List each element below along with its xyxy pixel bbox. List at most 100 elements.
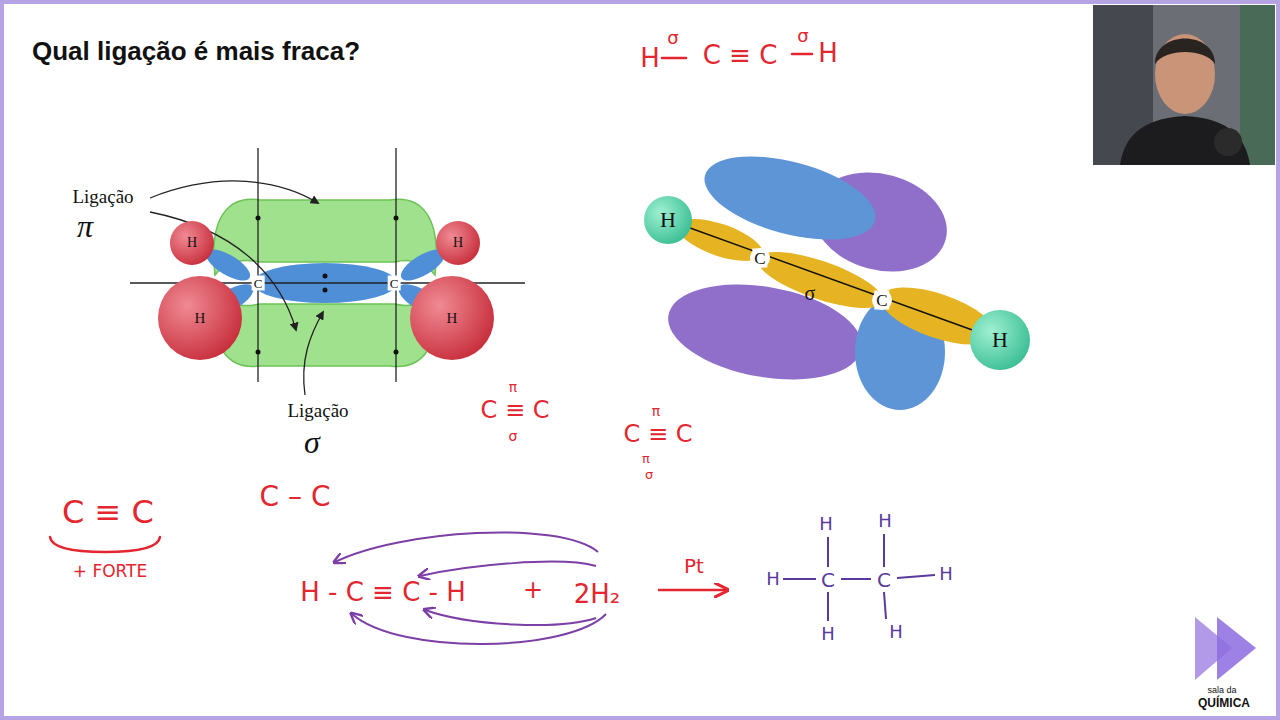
handwritten-formula: H - C ≡ C - H: [300, 579, 466, 605]
orbital-caption: Ligação: [287, 401, 348, 420]
bond-stroke: [841, 578, 871, 580]
handwritten-formula: H: [878, 512, 892, 530]
handwritten-formula: +: [523, 578, 543, 602]
handwritten-formula: C: [877, 570, 891, 590]
electron-dot: [256, 350, 261, 355]
pi-lobe: [214, 292, 437, 366]
handwritten-formula: H: [889, 623, 903, 641]
atom-sphere-shape: [410, 276, 494, 360]
electron-dot: [256, 216, 261, 221]
hydrogen-atom: H: [410, 276, 494, 360]
electron-dot: [323, 274, 328, 279]
handwritten-formula: H: [821, 625, 835, 643]
underbrace: [50, 537, 160, 552]
webcam-background: [1240, 5, 1275, 165]
handwritten-note: π: [509, 380, 517, 394]
electron-dot: [394, 216, 399, 221]
logo-shape: [1217, 617, 1256, 680]
atom-symbol: C: [252, 276, 265, 291]
orbital-caption: Ligação: [72, 187, 133, 206]
handwritten-formula: C: [821, 570, 835, 590]
handwritten-formula: C – C: [260, 483, 331, 511]
hydrogen-atom: H: [158, 276, 242, 360]
webcam-background: [1093, 5, 1275, 165]
atom-symbol: H: [447, 311, 458, 326]
bond-stroke: [792, 53, 812, 56]
handwritten-formula: H: [640, 45, 660, 71]
carbon-dot: [750, 248, 770, 268]
atom-sphere-shape: [436, 221, 480, 265]
atom-symbol: C: [388, 276, 401, 291]
bond-stroke: [783, 578, 816, 580]
electron-dot: [394, 350, 399, 355]
handwriting: [50, 54, 935, 644]
handwritten-formula: H: [766, 570, 780, 588]
leader-arrow: [304, 312, 323, 395]
handwritten-note: π: [652, 404, 660, 418]
bond-symbol: π: [77, 210, 93, 242]
atom-symbol: C: [874, 291, 889, 310]
hydrogen-atom: H: [170, 221, 214, 265]
atom-symbol: H: [453, 236, 463, 250]
reaction-arrow: [658, 589, 726, 592]
bond-stroke: [884, 592, 886, 619]
handwritten-note: + FORTE: [73, 563, 148, 580]
bond-stroke: [883, 534, 885, 567]
carbon-dot: [872, 290, 892, 310]
handwritten-note: σ: [509, 429, 518, 443]
leader-arrow: [150, 181, 318, 203]
attack-arrow: [352, 614, 606, 644]
handwritten-formula: C ≡ C: [481, 398, 550, 422]
atom-symbol: C: [752, 249, 767, 268]
hydrogen-atom: H: [970, 310, 1030, 370]
person-body: [1120, 116, 1250, 165]
handwritten-formula: 2H₂: [574, 581, 621, 607]
logo-text: sala da: [1207, 686, 1236, 695]
handwritten-note: σ: [797, 27, 808, 45]
hydrogen-atom: H: [436, 221, 480, 265]
bond-symbol: σ: [805, 283, 816, 303]
electron-dot: [323, 288, 328, 293]
hydrogen-atom: H: [644, 196, 692, 244]
bond-symbol: σ: [304, 426, 320, 458]
bond-stroke: [897, 575, 935, 578]
handwritten-formula: H: [819, 515, 833, 533]
atom-symbol: H: [992, 329, 1008, 351]
handwritten-note: π: [642, 452, 650, 465]
logo-text: QUÍMICA: [1198, 697, 1250, 709]
person-hair: [1155, 39, 1215, 65]
bond-axis: [668, 220, 1000, 340]
attack-arrow: [335, 532, 598, 562]
handwritten-formula: H: [939, 565, 953, 583]
bond-stroke: [827, 592, 829, 621]
atom-symbol: H: [660, 209, 676, 231]
atom-symbol: H: [187, 236, 197, 250]
bond-stroke: [827, 537, 829, 567]
microphone: [1214, 128, 1242, 156]
atom-sphere-shape: [970, 310, 1030, 370]
atom-sphere-shape: [170, 221, 214, 265]
handwritten-formula: C ≡ C: [624, 422, 693, 446]
handwritten-note: σ: [645, 468, 653, 481]
handwritten-formula: H: [818, 40, 838, 66]
handwritten-formula: C ≡ C: [62, 496, 154, 528]
attack-arrow: [420, 562, 596, 576]
handwritten-note: σ: [667, 29, 678, 47]
attack-arrow: [425, 610, 596, 625]
logo: [1195, 617, 1256, 680]
handwritten-formula: C ≡ C: [703, 42, 778, 68]
axis-line: [395, 148, 396, 382]
bond-stroke: [662, 57, 686, 60]
slide-title: Qual ligação é mais fraca?: [32, 38, 360, 64]
webcam-photo: [1093, 5, 1275, 165]
sigma-lobe: [751, 241, 888, 320]
orbital-figure-right: [661, 140, 1002, 410]
orbital-figure-left: [130, 148, 525, 395]
catalyst-label: Pt: [684, 556, 704, 576]
atom-sphere-shape: [644, 196, 692, 244]
atom-sphere-shape: [158, 276, 242, 360]
atom-symbol: H: [195, 311, 206, 326]
